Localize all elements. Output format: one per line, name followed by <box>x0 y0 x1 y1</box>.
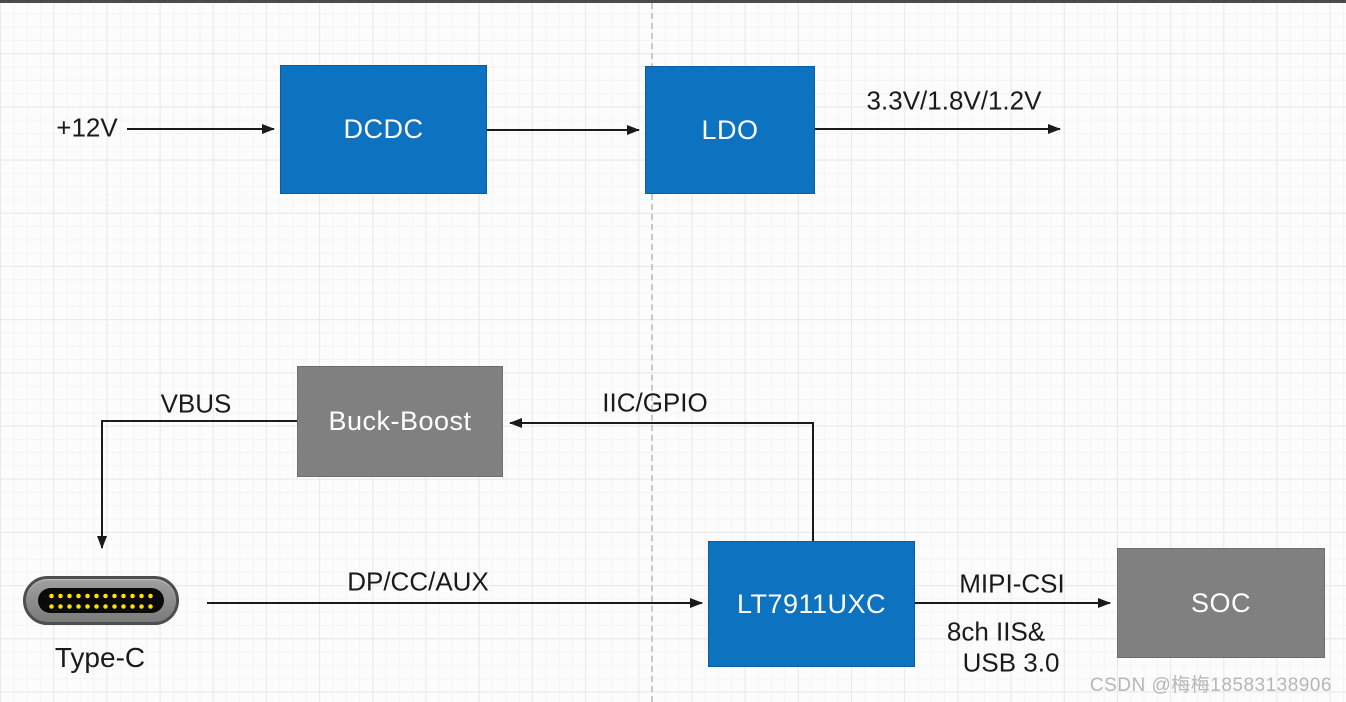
node-dcdc-label: DCDC <box>343 114 424 144</box>
label-vbus: VBUS <box>160 388 232 419</box>
label-8ch-iis: 8ch IIS& <box>946 616 1046 647</box>
label-12v-input: +12V <box>56 112 118 143</box>
type-c-pins <box>47 590 155 611</box>
type-c-slot <box>38 588 164 613</box>
label-mipi-csi: MIPI-CSI <box>959 568 1065 599</box>
label-type-c: Type-C <box>54 642 146 673</box>
node-ldo-label: LDO <box>701 114 759 145</box>
node-soc: SOC <box>1117 548 1325 658</box>
label-dp-cc-aux: DP/CC/AUX <box>347 566 489 597</box>
top-window-edge <box>0 0 1346 3</box>
edge-iic-gpio-to-buckboost <box>509 418 814 545</box>
label-iic-gpio: IIC/GPIO <box>602 387 708 418</box>
type-c-connector-icon <box>23 576 179 625</box>
node-buck-boost: Buck-Boost <box>297 366 503 477</box>
node-buck-boost-label: Buck-Boost <box>328 406 472 436</box>
node-ldo: LDO <box>645 66 815 194</box>
label-output-rails: 3.3V/1.8V/1.2V <box>866 85 1042 116</box>
label-usb-3-0: USB 3.0 <box>962 647 1060 678</box>
node-lt7911uxc-label: LT7911UXC <box>736 588 887 619</box>
node-soc-label: SOC <box>1190 587 1251 618</box>
page-boundary-dashed-line <box>651 3 653 702</box>
node-dcdc: DCDC <box>280 65 487 194</box>
node-lt7911uxc: LT7911UXC <box>708 541 915 667</box>
edge-vbus-to-typec <box>97 420 297 549</box>
csdn-watermark: CSDN @梅梅18583138906 <box>1089 675 1332 696</box>
